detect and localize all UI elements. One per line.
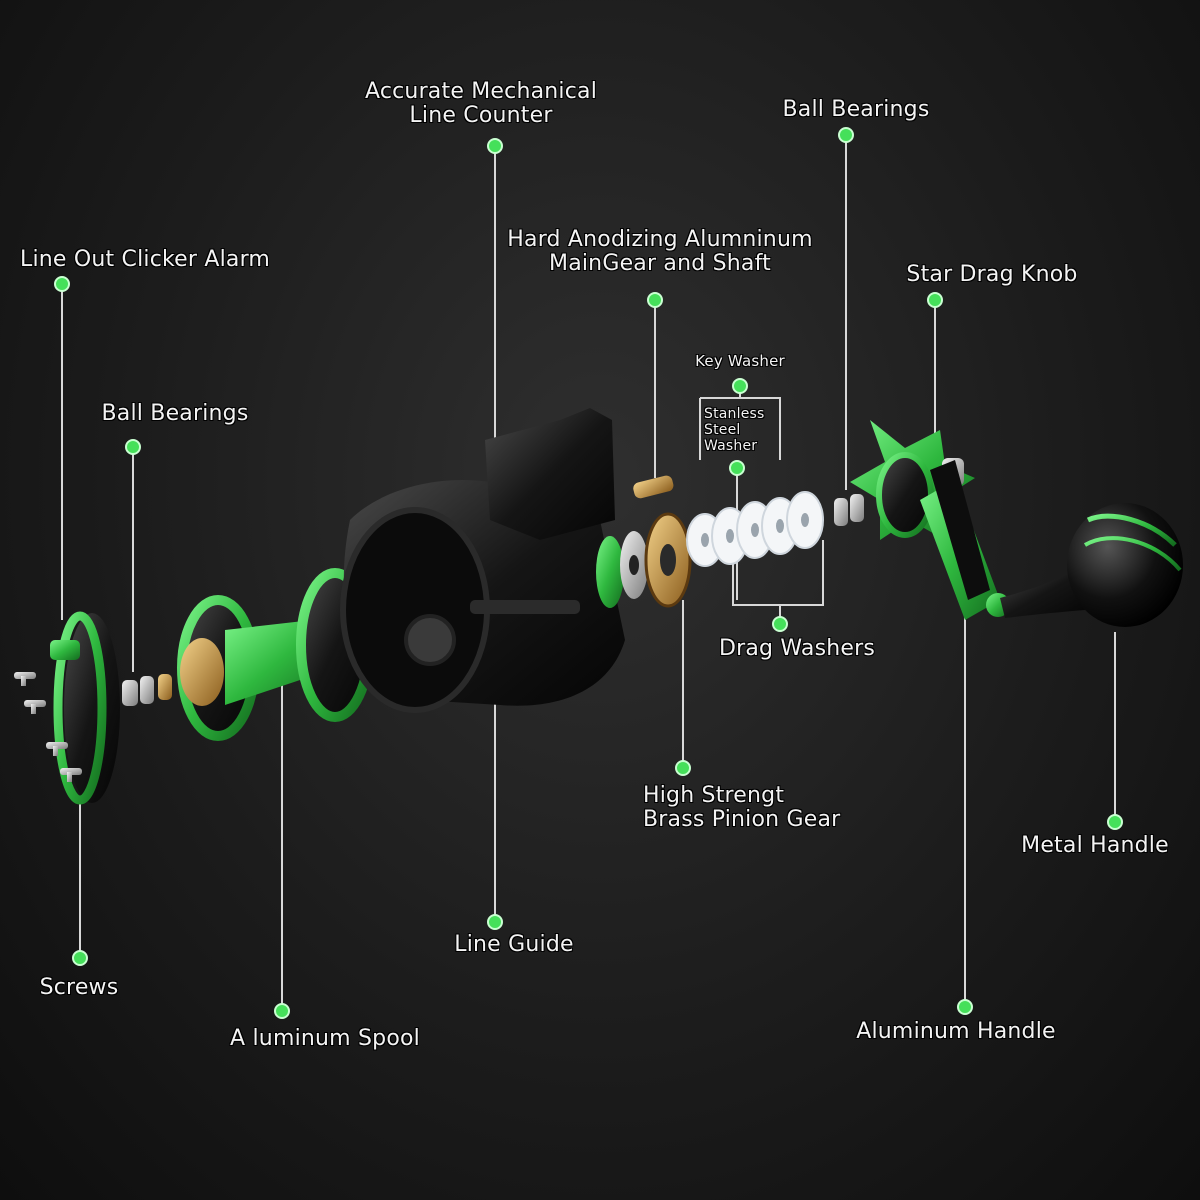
screws-parts	[14, 672, 82, 782]
label-line-counter: Accurate Mechanical Line Counter	[364, 79, 598, 128]
label-ball-bearings-top: Ball Bearings	[782, 97, 930, 122]
label-line-guide: Line Guide	[454, 932, 574, 957]
reel-body	[340, 408, 625, 713]
drag-washer-holes	[701, 513, 809, 547]
bearings-left-parts	[122, 674, 172, 706]
label-line-out-alarm: Line Out Clicker Alarm	[20, 247, 271, 272]
gear-parts	[620, 475, 692, 608]
label-star-drag: Star Drag Knob	[906, 262, 1078, 287]
label-drag-washers: Drag Washers	[718, 636, 876, 661]
label-pinion-gear: High Strengt Brass Pinion Gear	[643, 783, 841, 832]
handle-parts	[850, 420, 1183, 627]
label-stainless-washer: Stanless Steel Washer	[704, 406, 765, 454]
label-aluminum-handle: Aluminum Handle	[856, 1019, 1056, 1044]
marker-dots	[54, 127, 1123, 1019]
label-spool: A luminum Spool	[230, 1026, 420, 1051]
label-key-washer: Key Washer	[695, 352, 785, 370]
side-plate	[50, 611, 120, 805]
bearings-right-parts	[834, 494, 864, 526]
label-ball-bearings-left: Ball Bearings	[101, 401, 249, 426]
label-main-gear: Hard Anodizing Alumninum MainGear and Sh…	[507, 227, 813, 276]
label-metal-handle: Metal Handle	[1021, 833, 1169, 858]
label-screws: Screws	[39, 975, 119, 1000]
